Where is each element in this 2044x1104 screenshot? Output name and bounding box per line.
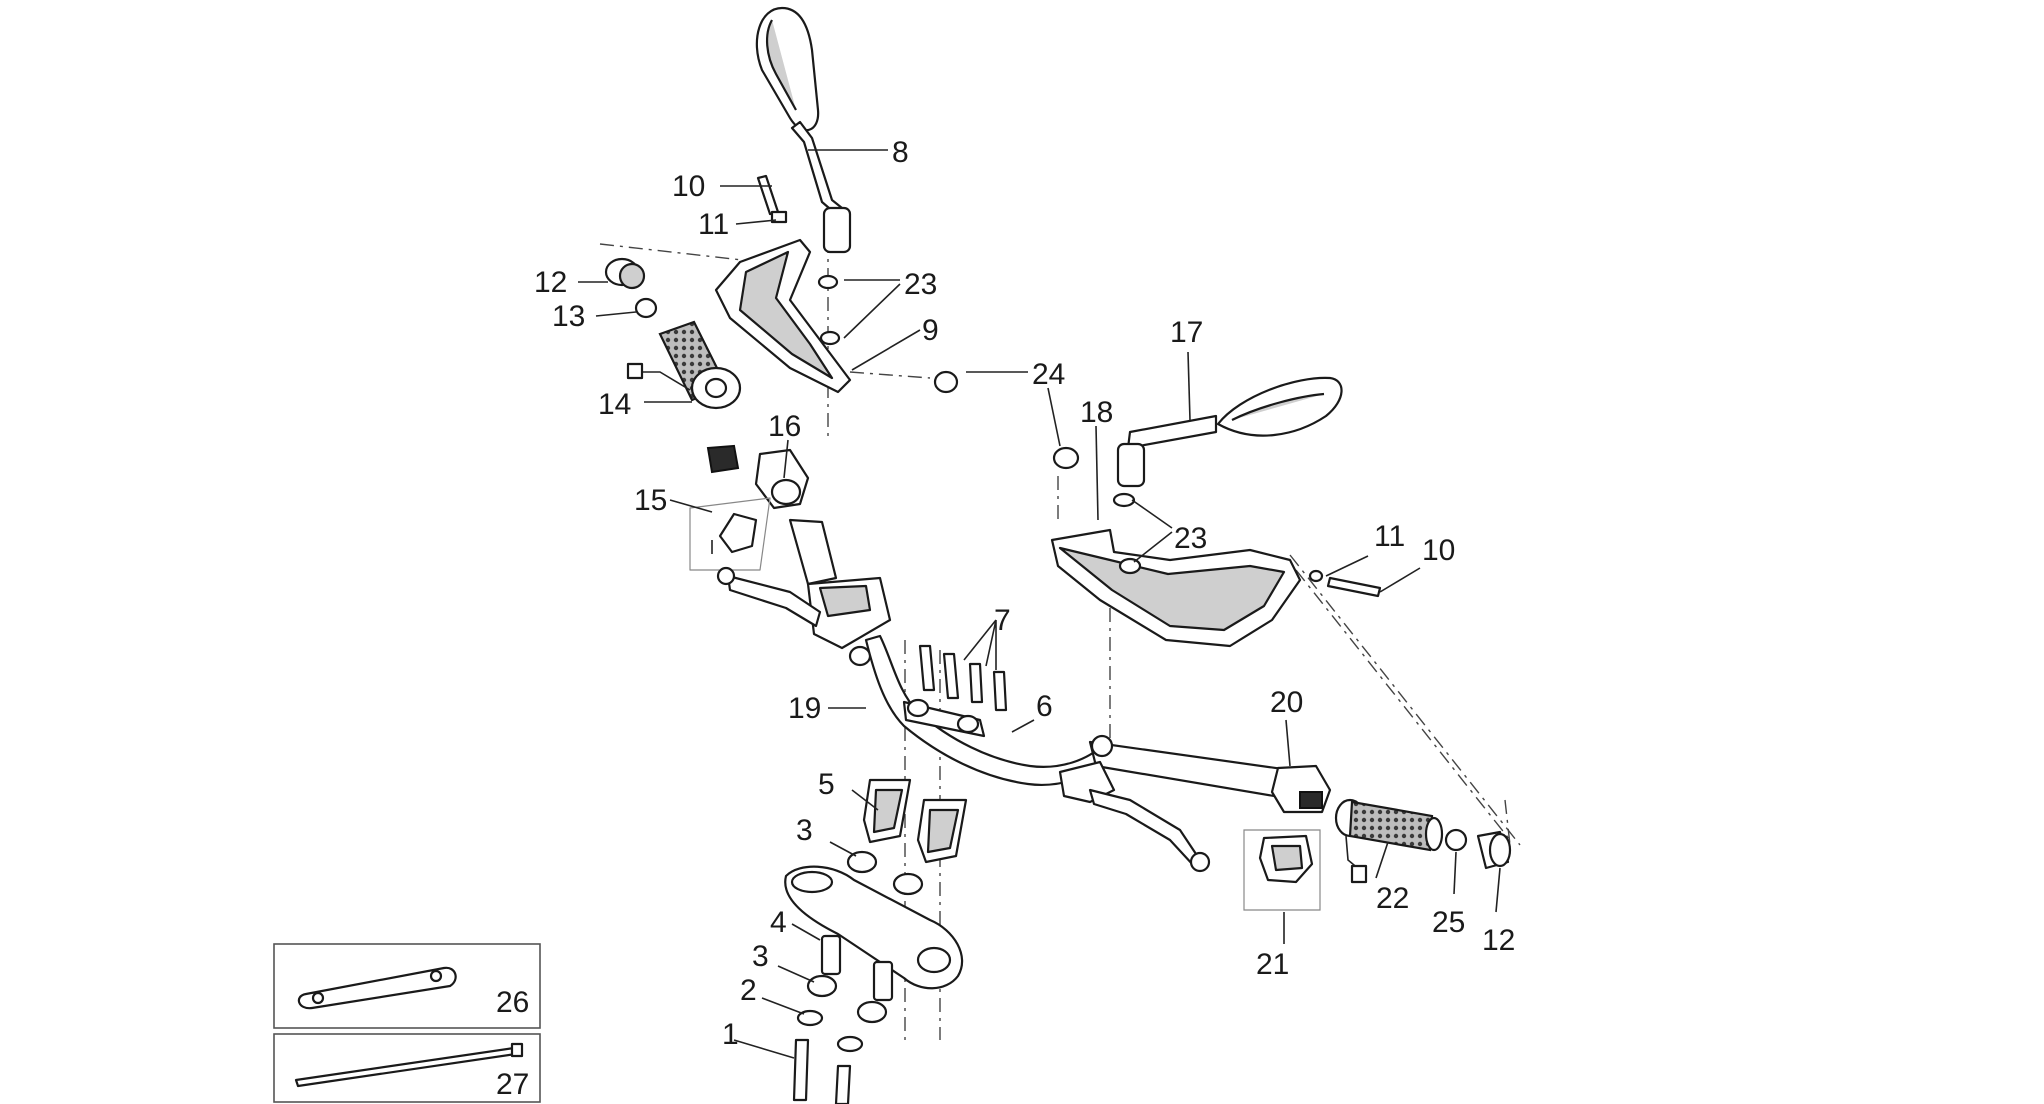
right-bar-end-weight (1476, 830, 1512, 870)
label-2: 2 (740, 974, 757, 1007)
label-12-left: 12 (534, 266, 567, 299)
left-guard-screw (756, 174, 788, 224)
right-switch-housing (1270, 764, 1332, 814)
label-3-upper: 3 (796, 814, 813, 847)
label-17: 17 (1170, 316, 1203, 349)
right-throttle-grip (1334, 798, 1444, 884)
left-mirror (755, 6, 852, 254)
top-yoke (784, 865, 964, 990)
right-hand-guard (1050, 492, 1302, 648)
left-bar-end-weight (604, 257, 646, 290)
label-23-left: 23 (904, 268, 937, 301)
label-14: 14 (598, 388, 631, 421)
left-switch-lower (689, 497, 771, 571)
label-7: 7 (994, 604, 1011, 637)
label-24: 24 (1032, 358, 1065, 391)
label-20: 20 (1270, 686, 1303, 719)
right-lever-assembly (1058, 734, 1211, 873)
label-10-right: 10 (1422, 534, 1455, 567)
leader-lines (578, 149, 1501, 1059)
left-bar-end-bush (634, 297, 658, 319)
label-5: 5 (818, 768, 835, 801)
label-8: 8 (892, 136, 909, 169)
label-25: 25 (1432, 906, 1465, 939)
label-13: 13 (552, 300, 585, 333)
label-1: 1 (722, 1018, 739, 1051)
spacers (820, 934, 894, 1002)
yoke-bolts (792, 1038, 852, 1104)
accessory-box-26 (273, 943, 541, 1029)
label-19: 19 (788, 692, 821, 725)
label-11-right: 11 (1374, 520, 1405, 553)
label-21: 21 (1256, 948, 1289, 981)
label-4: 4 (770, 906, 787, 939)
label-27: 27 (496, 1068, 529, 1101)
right-switch-lower (1243, 829, 1321, 911)
left-lever-assembly (716, 518, 892, 667)
guard-nuts (933, 370, 1080, 470)
label-18: 18 (1080, 396, 1113, 429)
right-guard-screw (1308, 569, 1382, 598)
label-23-right: 23 (1174, 522, 1207, 555)
label-22: 22 (1376, 882, 1409, 915)
right-mirror (1116, 376, 1343, 488)
left-hand-guard (714, 238, 852, 394)
label-12-right: 12 (1482, 924, 1515, 957)
label-10-left: 10 (672, 170, 705, 203)
washers (796, 1009, 864, 1053)
left-grip (626, 320, 742, 410)
left-switch-housing (706, 444, 810, 510)
clamp-bolts (918, 644, 1008, 712)
label-6: 6 (1036, 690, 1053, 723)
handlebar-clamp-top (902, 698, 986, 738)
label-15: 15 (634, 484, 667, 517)
label-3-lower: 3 (752, 940, 769, 973)
label-16: 16 (768, 410, 801, 443)
handlebar-risers (862, 778, 968, 864)
callout-labels: 8 10 11 12 13 23 9 14 16 15 24 17 18 23 … (496, 136, 1515, 1101)
centerlines (599, 210, 1521, 1040)
label-11-left: 11 (698, 208, 729, 241)
label-9: 9 (922, 314, 939, 347)
accessory-box-27 (273, 1033, 541, 1103)
rubber-bushings (806, 850, 924, 1024)
label-26: 26 (496, 986, 529, 1019)
right-bar-end-bush (1444, 828, 1468, 852)
